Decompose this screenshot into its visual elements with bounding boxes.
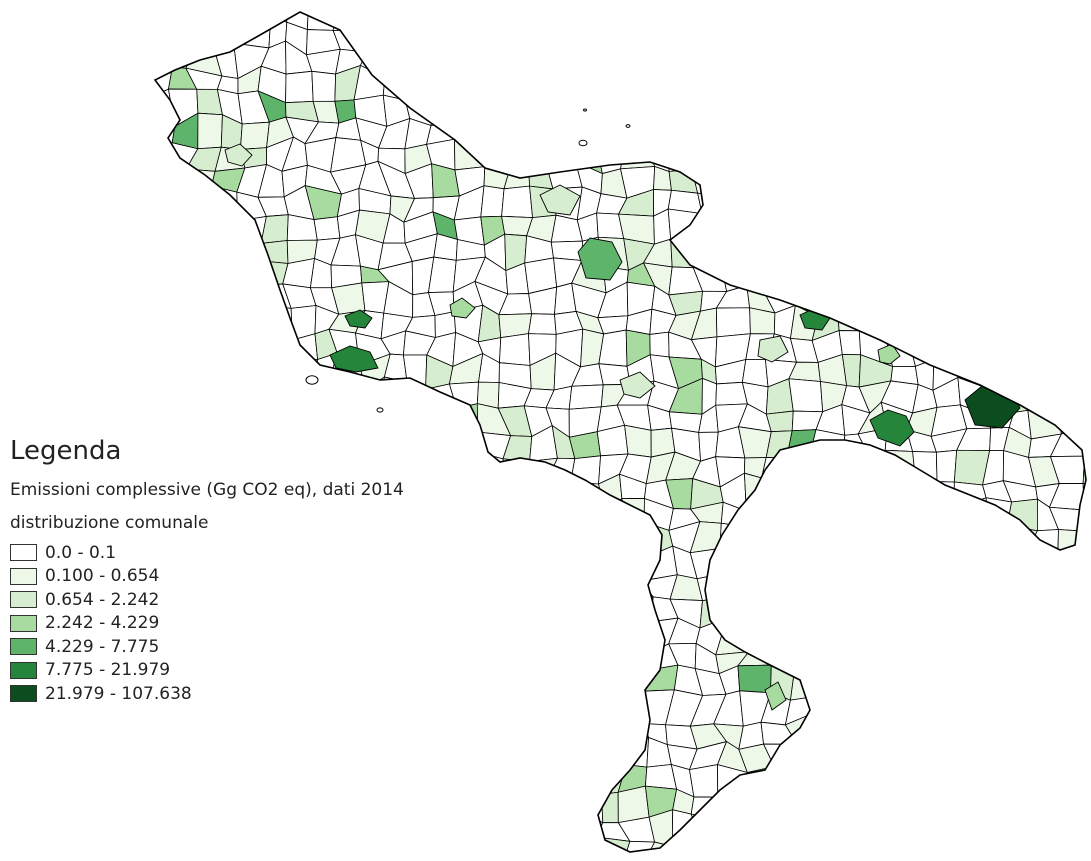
municipality-highlight — [757, 335, 789, 363]
municipality-highlight — [344, 309, 373, 329]
legend-item: 2.242 - 4.229 — [10, 612, 404, 636]
legend-item: 7.775 - 21.979 — [10, 659, 404, 683]
legend-label: 0.654 - 2.242 — [45, 589, 160, 610]
municipality-cell — [480, 185, 505, 218]
municipality-cell — [550, 240, 583, 261]
legend-swatch — [10, 591, 37, 609]
legend-label: 0.0 - 0.1 — [45, 542, 117, 563]
municipality-cell — [715, 307, 751, 338]
legend: Legenda Emissioni complessive (Gg CO2 eq… — [10, 436, 404, 706]
municipality-highlight — [449, 297, 476, 319]
municipality-highlight — [764, 681, 787, 711]
municipality-cell — [649, 331, 670, 358]
legend-label: 21.979 - 107.638 — [45, 683, 192, 704]
municipality-highlight — [539, 184, 581, 216]
legend-label: 2.242 - 4.229 — [45, 613, 160, 634]
municipality-cell — [788, 378, 824, 413]
municipality-cell — [617, 785, 650, 824]
legend-classes: 0.0 - 0.1 0.100 - 0.654 0.654 - 2.242 2.… — [10, 541, 404, 706]
legend-subtitle-2: distribuzione comunale — [10, 513, 209, 533]
islands — [305, 108, 631, 413]
municipality-cell — [197, 112, 223, 150]
municipality-cell — [737, 664, 772, 694]
municipality-highlight — [619, 371, 656, 399]
legend-label: 4.229 - 7.775 — [45, 636, 160, 657]
municipality-highlight — [577, 237, 623, 281]
legend-swatch — [10, 614, 37, 632]
municipality-highlight — [224, 143, 253, 167]
municipality-cell — [313, 216, 341, 241]
legend-swatch — [10, 638, 37, 656]
municipality-cell — [689, 764, 719, 798]
municipality-cell — [528, 313, 557, 335]
municipality-cell — [285, 70, 314, 104]
island — [305, 375, 319, 385]
island — [625, 124, 631, 128]
municipality-cell — [935, 449, 958, 483]
municipality-cell — [765, 410, 794, 433]
legend-item: 0.100 - 0.654 — [10, 565, 404, 589]
island — [583, 108, 587, 112]
municipality-cell — [239, 121, 270, 150]
legend-item: 4.229 - 7.775 — [10, 635, 404, 659]
legend-swatch — [10, 661, 37, 679]
legend-item: 21.979 - 107.638 — [10, 682, 404, 706]
legend-subtitle: Emissioni complessive (Gg CO2 eq), dati … — [10, 480, 404, 500]
island — [578, 139, 588, 147]
island — [376, 407, 384, 413]
municipality-cell — [501, 185, 534, 219]
municipality-cell — [838, 330, 862, 356]
legend-item: 0.654 - 2.242 — [10, 588, 404, 612]
legend-swatch — [10, 685, 37, 703]
legend-item: 0.0 - 0.1 — [10, 541, 404, 565]
legend-swatch — [10, 544, 37, 562]
municipality-cell — [624, 424, 652, 458]
municipality-cell — [1082, 450, 1086, 484]
legend-title: Legenda — [10, 436, 122, 466]
legend-swatch — [10, 567, 37, 585]
legend-label: 7.775 - 21.979 — [45, 660, 171, 681]
municipality-highlight — [869, 409, 915, 447]
legend-label: 0.100 - 0.654 — [45, 566, 160, 587]
municipality-cell — [499, 333, 531, 366]
municipality-cell — [715, 381, 748, 406]
municipality-cell — [311, 70, 337, 102]
municipality-cell — [598, 329, 628, 367]
municipality-cell — [568, 384, 604, 410]
